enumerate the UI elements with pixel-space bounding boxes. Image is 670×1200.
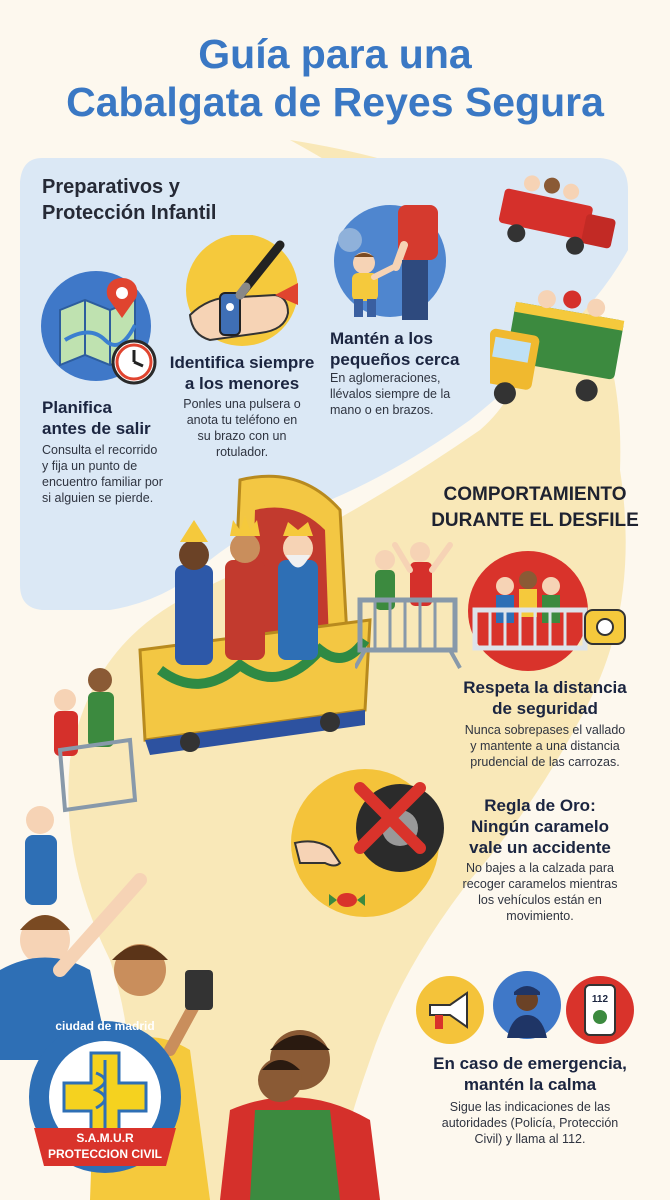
- three-kings-float-illustration: [138, 474, 372, 755]
- tip-plan-body-line: si alguien se pierde.: [42, 491, 154, 505]
- tip-emergency-heading-line: mantén la calma: [463, 1075, 597, 1094]
- tip-candy-heading-line: Regla de Oro:: [484, 796, 596, 815]
- title-line-1: Guía para una: [198, 31, 472, 77]
- tip-distance-heading: Respeta la distancia de seguridad: [445, 677, 645, 719]
- tip-candy-body: No bajes a la calzada para recoger caram…: [430, 860, 650, 924]
- tip-plan-body-line: y fija un punto de: [42, 459, 138, 473]
- tip-candy-body-line: recoger caramelos mientras: [462, 877, 618, 891]
- tip-emergency-body-line: autoridades (Policía, Protección: [441, 1116, 619, 1130]
- tip-plan-body-line: encuentro familiar por: [42, 475, 163, 489]
- police-officer-icon: [493, 971, 561, 1039]
- wristband-marker-icon: [186, 235, 298, 346]
- tip-emergency-body-line: Civil) y llama al 112.: [474, 1132, 586, 1146]
- megaphone-icon: [416, 976, 484, 1044]
- tip-plan-body: Consulta el recorrido y fija un punto de…: [42, 442, 163, 506]
- section-behavior-heading-line-1: COMPORTAMIENTO: [443, 484, 627, 505]
- tip-distance-body: Nunca sobrepases el vallado y mantente a…: [440, 722, 650, 770]
- parade-trucks-illustration: [490, 175, 625, 405]
- tip-close-body-line: mano o en brazos.: [330, 403, 434, 417]
- tip-close-body-line: En aglomeraciones,: [330, 371, 441, 385]
- tip-distance-body-line: prudencial de las carrozas.: [470, 755, 620, 769]
- tip-distance-heading-line: de seguridad: [492, 699, 598, 718]
- tip-close-heading: Mantén a los pequeños cerca: [330, 328, 459, 370]
- logo-banner: S.A.M.U.R PROTECCION CIVIL: [36, 1130, 174, 1162]
- tip-close-heading-line: Mantén a los: [330, 329, 433, 348]
- section-preparation-heading-line-2: Protección Infantil: [42, 202, 217, 224]
- page-title: Guía para una Cabalgata de Reyes Segura: [0, 30, 670, 126]
- logo-banner-line-2: PROTECCION CIVIL: [47, 1147, 162, 1161]
- tip-candy-body-line: los vehículos están en: [478, 893, 602, 907]
- section-behavior-heading: COMPORTAMIENTO DURANTE EL DESFILE: [420, 482, 650, 534]
- tip-identify-heading-line: Identifica siempre: [169, 353, 315, 372]
- tip-identify-heading: Identifica siempre a los menores: [162, 352, 322, 394]
- tip-plan-heading: Planifica antes de salir: [42, 397, 151, 439]
- samur-proteccion-civil-logo: [29, 1021, 181, 1173]
- section-behavior-heading-line-2: DURANTE EL DESFILE: [431, 510, 639, 531]
- child-holding-hand-icon: [334, 205, 446, 320]
- preparation-panel: [20, 158, 628, 610]
- phone-112-label: 112: [591, 994, 609, 1005]
- tip-distance-body-line: y mantente a una distancia: [470, 739, 620, 753]
- tip-plan-body-line: Consulta el recorrido: [42, 443, 158, 457]
- map-clock-icon: [41, 271, 157, 385]
- tip-emergency-body: Sigue las indicaciones de las autoridade…: [405, 1099, 655, 1147]
- tip-close-body: En aglomeraciones, llévalos siempre de l…: [330, 370, 450, 418]
- tip-identify-heading-line: a los menores: [184, 374, 300, 393]
- section-preparation-heading: Preparativos y Protección Infantil: [42, 174, 302, 226]
- wheel-candy-warning-icon: [291, 769, 444, 917]
- phone-112-icon: [566, 976, 634, 1044]
- tip-identify-body-line: su brazo con un: [197, 429, 287, 443]
- logo-banner-line-1: S.A.M.U.R: [76, 1131, 134, 1145]
- tip-candy-heading: Regla de Oro: Ningún caramelo vale un ac…: [430, 795, 650, 858]
- tip-emergency-heading-line: En caso de emergencia,: [433, 1054, 627, 1073]
- crowd-illustration: [0, 668, 380, 1200]
- title-line-2: Cabalgata de Reyes Segura: [66, 79, 604, 125]
- tip-close-heading-line: pequeños cerca: [330, 350, 460, 369]
- tip-plan-heading-line: Planifica: [42, 398, 112, 417]
- tip-close-body-line: llévalos siempre de la: [330, 387, 451, 401]
- tip-distance-body-line: Nunca sobrepases el vallado: [464, 723, 626, 737]
- tip-identify-body-line: anota tu teléfono en: [186, 413, 298, 427]
- spectators-barrier-illustration: [355, 542, 462, 669]
- tip-candy-body-line: movimiento.: [506, 909, 574, 923]
- tip-candy-body-line: No bajes a la calzada para: [465, 861, 614, 875]
- tip-distance-heading-line: Respeta la distancia: [463, 678, 627, 697]
- tip-emergency-heading: En caso de emergencia, mantén la calma: [405, 1053, 655, 1095]
- barrier-tape-measure-icon: [468, 551, 626, 671]
- tip-identify-body-line: rotulador.: [215, 445, 269, 459]
- logo-ring-text: ciudad de madrid: [55, 1019, 155, 1033]
- tip-identify-body-line: Ponles una pulsera o: [183, 397, 301, 411]
- tip-emergency-body-line: Sigue las indicaciones de las: [449, 1100, 611, 1114]
- tip-candy-heading-line: vale un accidente: [469, 838, 611, 857]
- section-preparation-heading-line-1: Preparativos y: [42, 176, 180, 198]
- tip-identify-body: Ponles una pulsera o anota tu teléfono e…: [162, 396, 322, 460]
- tip-candy-heading-line: Ningún caramelo: [471, 817, 609, 836]
- tip-plan-heading-line: antes de salir: [42, 419, 151, 438]
